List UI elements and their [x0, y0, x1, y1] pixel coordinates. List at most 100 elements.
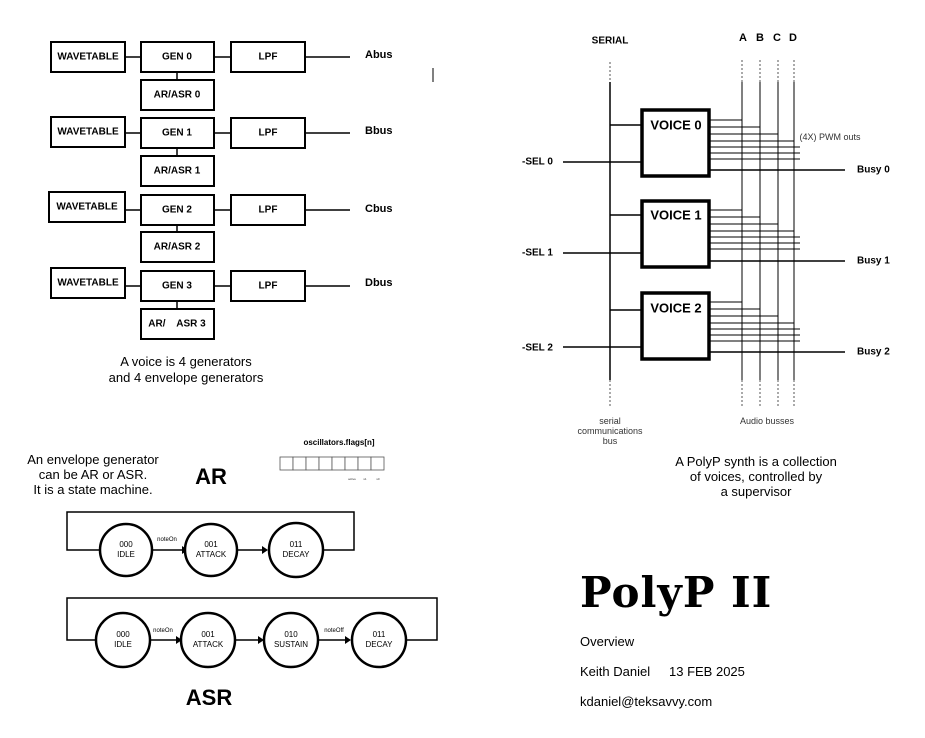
gen-box	[140, 270, 215, 302]
voice-label: VOICE 2	[650, 300, 701, 315]
document-subtitle: Overview	[580, 634, 635, 649]
state-name: ATTACK	[193, 640, 224, 649]
voice-label: VOICE 1	[650, 207, 701, 222]
bus-letter-a: A	[739, 32, 747, 44]
document-title: PolyP II	[580, 568, 772, 617]
voice-block-0: -SEL 0 VOICE 0 Busy 0	[522, 108, 890, 178]
state-name: IDLE	[117, 550, 135, 559]
asr-transition-note-off: noteOff	[324, 628, 344, 634]
voice-block-2: -SEL 2 VOICE 2 Busy 2	[522, 291, 890, 361]
lpf-label: LPF	[259, 128, 278, 139]
serial-bus-caption-2: communications	[577, 426, 643, 436]
ar-state-machine: noteOn 000 IDLE 001 ATTACK 011 DECAY	[66, 511, 355, 579]
gen-label: GEN 2	[162, 205, 192, 216]
state-attack	[183, 522, 239, 578]
bus-letter-d: D	[789, 32, 797, 44]
serial-bus-caption-3: bus	[603, 436, 618, 446]
audio-bus-lines	[741, 60, 795, 408]
gen-row-2: WAVETABLE GEN 2 LPF Cbus AR/ASR 2	[48, 191, 393, 263]
state-idle	[94, 611, 152, 669]
voice-box	[640, 199, 711, 269]
envelope-intro-line-3: It is a state machine.	[33, 482, 152, 497]
envelope-box	[140, 155, 215, 187]
voice-block-diagram: WAVETABLE GEN 0 LPF Abus AR/ASR 0 WAVETA…	[48, 41, 393, 385]
state-code: 000	[119, 540, 133, 549]
bus-label: Bbus	[365, 125, 393, 137]
pwm-note: (4X) PWM outs	[799, 132, 861, 142]
envelope-diagram: An envelope generator can be AR or ASR. …	[27, 438, 438, 710]
asr-title: ASR	[186, 685, 233, 710]
author-email: kdaniel@teksavvy.com	[580, 694, 712, 709]
serial-bus-caption-1: serial	[599, 416, 621, 426]
envelope-box	[140, 308, 215, 340]
voice-box	[640, 108, 711, 178]
asr-state-machine: noteOn noteOff 000 IDLE 001 ATTACK 010 S…	[66, 597, 438, 669]
flags-label: oscillators.flags[n]	[303, 438, 374, 447]
busy-label: Busy 1	[857, 256, 890, 267]
envelope-box	[140, 231, 215, 263]
flag-bit-s0: s0	[376, 477, 380, 481]
envelope-label: AR/ASR 2	[154, 242, 201, 253]
state-name: ATTACK	[196, 550, 227, 559]
wavetable-label: WAVETABLE	[57, 278, 119, 289]
bus-letter-b: B	[756, 32, 764, 44]
voice-caption-line-1: A voice is 4 generators	[120, 354, 252, 369]
state-name: SUSTAIN	[274, 640, 308, 649]
polyp-caption-line-2: of voices, controlled by	[690, 469, 823, 484]
gen-row-1: WAVETABLE GEN 1 LPF Bbus AR/ASR 1	[50, 116, 393, 187]
gen-label: GEN 1	[162, 128, 192, 139]
polyp-caption-line-1: A PolyP synth is a collection	[675, 454, 837, 469]
bus-label: Dbus	[365, 277, 393, 289]
busy-label: Busy 2	[857, 347, 890, 358]
lpf-label: LPF	[259, 52, 278, 63]
lpf-box	[230, 270, 306, 302]
wavetable-box	[50, 41, 126, 73]
voice-block-1: -SEL 1 VOICE 1 Busy 1	[522, 199, 890, 269]
ar-transition-note-on: noteOn	[157, 537, 177, 543]
ar-title: AR	[195, 464, 227, 489]
lpf-label: LPF	[259, 205, 278, 216]
envelope-label: AR/ ASR 3	[148, 319, 206, 330]
flags-register: oscillators.flags[n] active s1 s0	[279, 438, 385, 481]
state-code: 000	[116, 630, 130, 639]
envelope-box	[140, 79, 215, 111]
bus-label: Abus	[365, 49, 393, 61]
busy-label: Busy 0	[857, 165, 890, 176]
lpf-box	[230, 194, 306, 226]
state-code: 010	[284, 630, 298, 639]
state-attack	[179, 611, 237, 669]
wavetable-label: WAVETABLE	[57, 127, 119, 138]
serial-label: SERIAL	[592, 36, 629, 47]
audio-bus-caption: Audio busses	[740, 416, 795, 426]
lpf-label: LPF	[259, 281, 278, 292]
polyp-system-diagram: SERIAL A B C D -SEL 0 VOICE 0	[522, 32, 890, 499]
bus-label: Cbus	[365, 203, 393, 215]
sel-label: -SEL 1	[522, 248, 553, 259]
sel-label: -SEL 0	[522, 157, 553, 168]
state-sustain	[262, 611, 320, 669]
state-decay	[267, 521, 325, 579]
state-name: DECAY	[283, 550, 311, 559]
title-block: PolyP II Overview Keith Daniel 13 FEB 20…	[580, 568, 772, 709]
wavetable-box	[48, 191, 126, 223]
flag-bit-s1: s1	[363, 477, 367, 481]
asr-transition-note-on: noteOn	[153, 628, 173, 634]
wavetable-box	[50, 116, 126, 148]
bus-letter-c: C	[773, 32, 781, 44]
envelope-label: AR/ASR 0	[154, 90, 201, 101]
gen-row-0: WAVETABLE GEN 0 LPF Abus AR/ASR 0	[50, 41, 393, 111]
state-name: DECAY	[366, 640, 394, 649]
envelope-intro-line-1: An envelope generator	[27, 452, 159, 467]
wavetable-label: WAVETABLE	[57, 52, 119, 63]
polyp-caption-line-3: a supervisor	[721, 484, 792, 499]
voice-caption-line-2: and 4 envelope generators	[109, 370, 264, 385]
gen-box	[140, 41, 215, 73]
state-code: 011	[373, 630, 386, 639]
state-decay	[350, 611, 408, 669]
wavetable-label: WAVETABLE	[56, 202, 118, 213]
gen-label: GEN 3	[162, 281, 192, 292]
state-idle	[98, 522, 154, 578]
state-code: 011	[290, 540, 303, 549]
author-name: Keith Daniel	[580, 664, 650, 679]
